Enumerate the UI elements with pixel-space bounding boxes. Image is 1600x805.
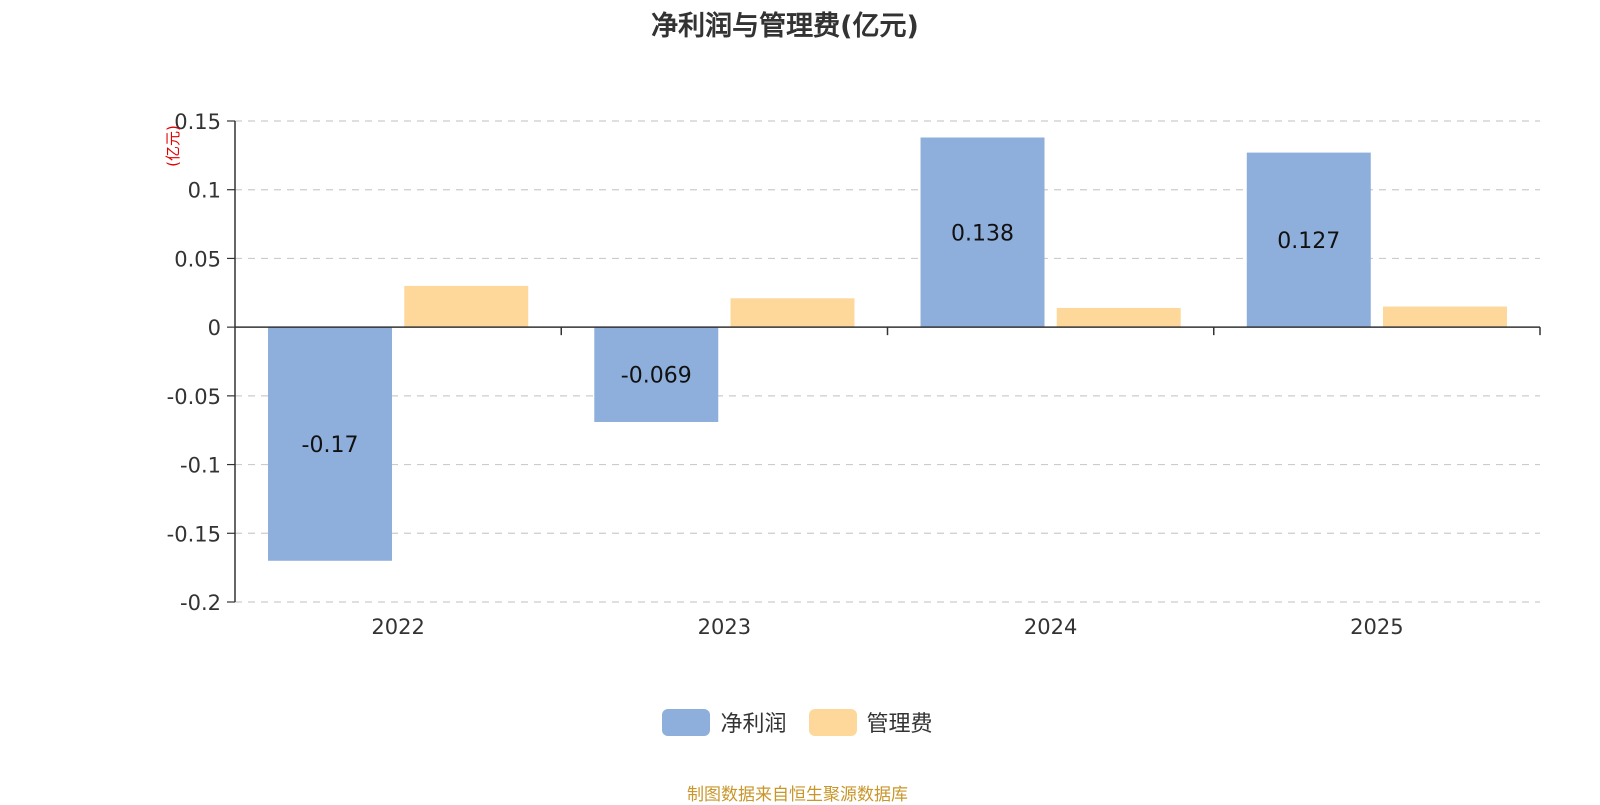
source-note: 制图数据来自恒生聚源数据库: [687, 785, 908, 805]
bar-管理费-2025: [1382, 306, 1507, 328]
x-tick-label: 2025: [1350, 615, 1403, 639]
y-tick-label: 0.1: [188, 179, 221, 203]
legend-swatch-net-profit: [662, 708, 711, 736]
bars: [268, 137, 1507, 561]
legend: 净利润 管理费: [0, 706, 1595, 738]
bar-净利润-2023: [594, 327, 719, 422]
data-labels: -0.17 -0.069 0.138 0.127: [302, 221, 1341, 458]
y-tick-label: -0.15: [167, 522, 221, 546]
bar-净利润-2024: [920, 137, 1045, 328]
legend-label-admin-expense: 管理费: [866, 712, 933, 737]
y-tick-label: 0.15: [174, 110, 221, 134]
y-tick-label: -0.05: [167, 385, 221, 409]
legend-item-net-profit[interactable]: 净利润: [662, 706, 787, 738]
x-tick-label: 2024: [1024, 615, 1077, 639]
legend-label-net-profit: 净利润: [720, 712, 787, 737]
y-axis-title: (亿元): [164, 125, 182, 167]
data-label-2024: 0.138: [951, 221, 1014, 246]
x-tick-label: 2023: [698, 615, 751, 639]
y-tick-label: 0: [208, 316, 221, 340]
bar-管理费-2024: [1056, 307, 1181, 328]
y-tick-label: 0.05: [174, 247, 221, 271]
data-label-2023: -0.069: [621, 364, 692, 389]
data-label-2025: 0.127: [1277, 229, 1340, 254]
y-tick-label: -0.2: [180, 591, 221, 615]
legend-item-admin-expense[interactable]: 管理费: [808, 706, 933, 738]
y-tick-label: -0.1: [180, 454, 221, 478]
x-tick-label: 2022: [371, 615, 424, 639]
legend-swatch-admin-expense: [808, 708, 857, 736]
bar-管理费-2022: [404, 285, 529, 328]
bar-净利润-2022: [268, 327, 393, 561]
bar-净利润-2025: [1246, 152, 1371, 328]
data-label-2022: -0.17: [302, 433, 359, 458]
chart-title: 净利润与管理费(亿元): [651, 11, 919, 42]
bar-管理费-2023: [730, 298, 855, 328]
axes: 0.15 0.1 0.05 0 -0.05 -0.1 -0.15 -0.2 (亿元) 2022 20…: [164, 110, 1541, 639]
grid-lines: [235, 120, 1540, 603]
